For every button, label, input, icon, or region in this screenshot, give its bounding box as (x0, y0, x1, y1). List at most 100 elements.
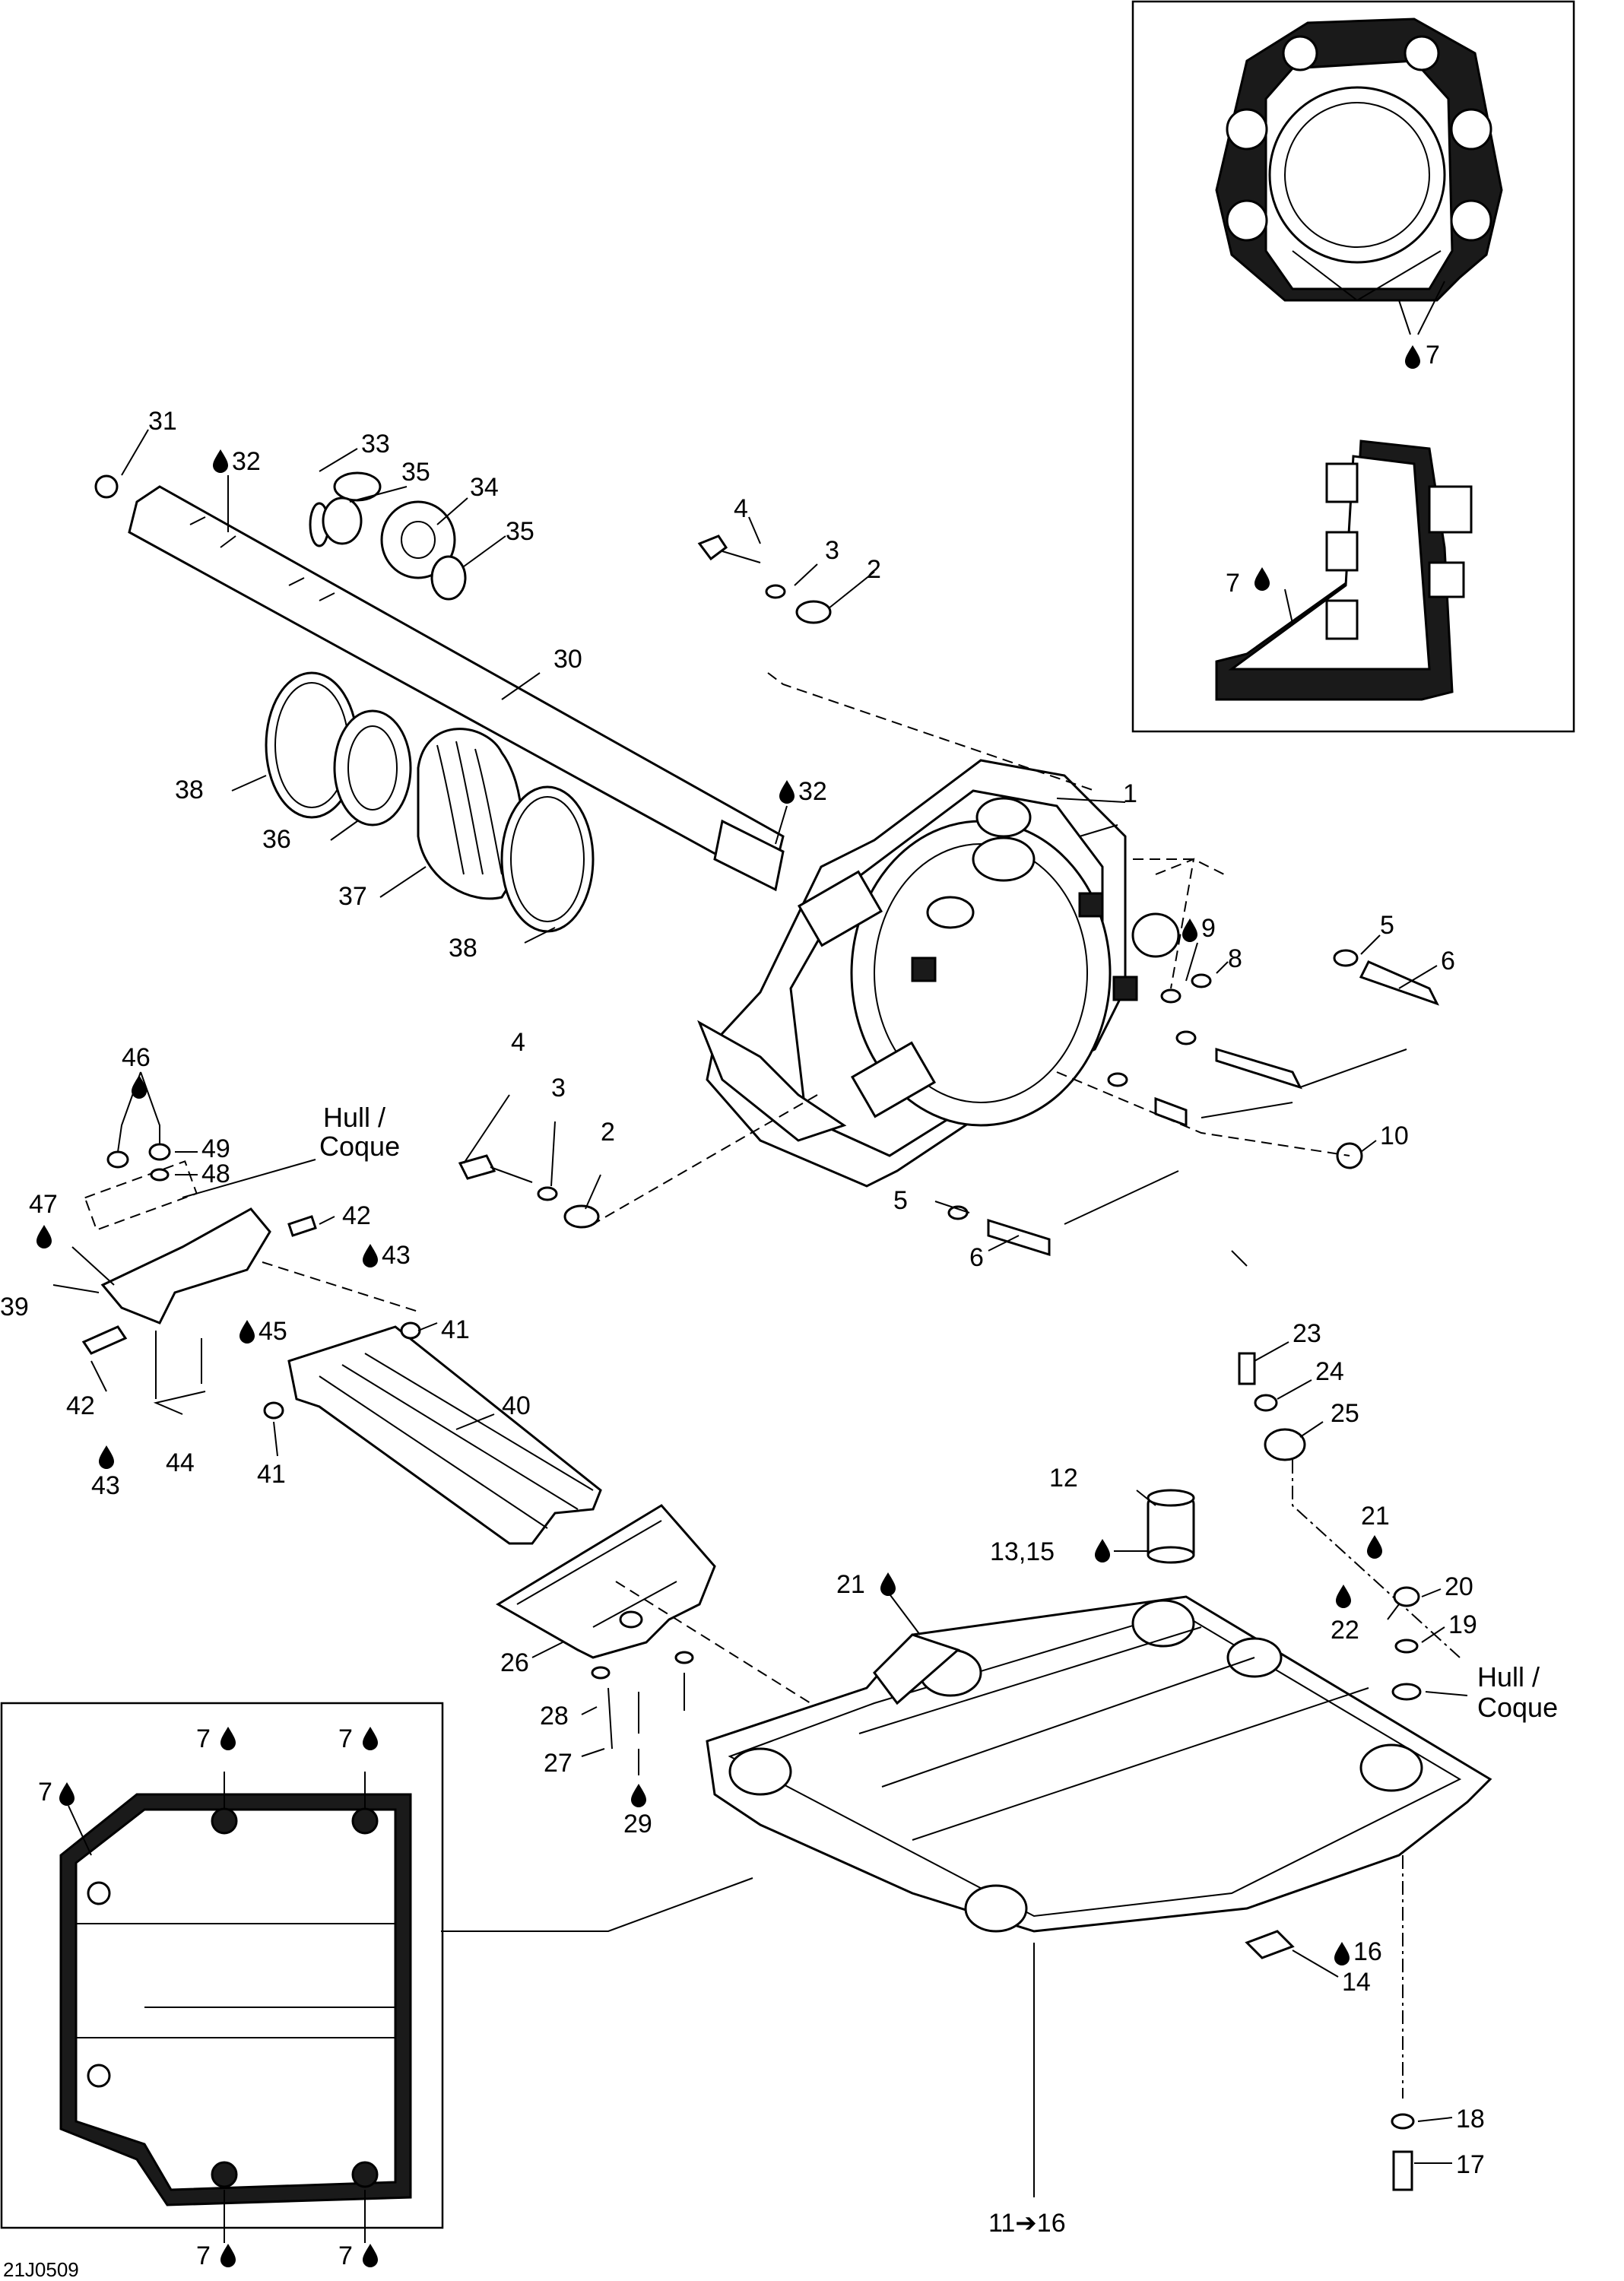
callout-7-plate-c: 7 (338, 1724, 353, 1753)
callout-21-b: 21 (836, 1570, 865, 1599)
callout-48: 48 (201, 1160, 230, 1188)
callout-20: 20 (1445, 1572, 1473, 1601)
drop-icon (880, 1572, 896, 1596)
callout-25: 25 (1331, 1399, 1359, 1428)
part-40-fin (263, 1321, 602, 1545)
callout-40: 40 (502, 1391, 531, 1420)
drop-icon (1254, 567, 1270, 591)
callout-44: 44 (166, 1448, 195, 1477)
callout-26: 26 (500, 1648, 529, 1677)
callout-3-a: 3 (825, 536, 839, 565)
callout-7-plate-e: 7 (338, 2241, 353, 2270)
callout-27: 27 (544, 1749, 573, 1778)
callout-7-inset-side: 7 (1226, 569, 1240, 598)
callout-29: 29 (623, 1810, 652, 1838)
part-38-clamp-b (500, 785, 595, 933)
callout-41-b: 41 (257, 1460, 286, 1489)
drop-icon (1334, 1942, 1350, 1965)
housing-front-view (1215, 17, 1503, 335)
drop-icon (363, 1727, 378, 1750)
drop-icon (363, 1244, 378, 1267)
callout-43-b: 43 (91, 1471, 120, 1500)
part-1-pump-housing (697, 759, 1180, 1188)
drop-icon (213, 449, 228, 473)
callout-31: 31 (148, 407, 177, 436)
callout-38-b: 38 (449, 934, 477, 963)
callout-41-a: 41 (441, 1315, 470, 1344)
callout-35-a: 35 (401, 458, 430, 487)
callout-49: 49 (201, 1134, 230, 1163)
callout-2-a: 2 (867, 555, 881, 584)
drop-icon (132, 1075, 147, 1099)
callout-12: 12 (1049, 1464, 1078, 1493)
housing-side-view (1215, 439, 1473, 701)
callout-46: 46 (122, 1043, 151, 1072)
part-31-nut (94, 474, 119, 499)
bracket-assembly (52, 1071, 419, 1415)
callout-47: 47 (29, 1190, 58, 1219)
callout-22: 22 (1331, 1616, 1359, 1645)
callout-4-b: 4 (511, 1028, 525, 1057)
figure-code: 21J0509 (3, 2258, 79, 2281)
callout-14: 14 (1342, 1968, 1371, 1997)
drop-icon (1405, 345, 1420, 369)
drop-icon (36, 1225, 52, 1248)
callout-1: 1 (1123, 779, 1137, 808)
callout-42-a: 42 (342, 1201, 371, 1230)
part-34-seal (380, 500, 456, 579)
drop-icon (99, 1445, 114, 1469)
drop-icon (220, 1727, 236, 1750)
callout-28: 28 (540, 1702, 569, 1731)
housing-fasteners (458, 516, 1439, 1267)
callout-21-a: 21 (1361, 1502, 1390, 1531)
drive-shaft-assembly (94, 429, 788, 944)
callout-2-b: 2 (601, 1118, 615, 1147)
hull-label-bottom-line2: Coque (1477, 1692, 1558, 1723)
callout-32-a: 32 (232, 447, 261, 476)
callout-7-inset-top: 7 (1426, 341, 1440, 370)
drop-icon (363, 2244, 378, 2267)
callout-37: 37 (338, 882, 367, 911)
drop-icon (239, 1320, 255, 1344)
callout-23: 23 (1293, 1319, 1321, 1348)
callout-6-a: 6 (1441, 947, 1455, 976)
callout-45: 45 (259, 1317, 287, 1346)
drop-icon (1367, 1535, 1382, 1559)
hull-label-bottom-line1: Hull / (1477, 1661, 1540, 1693)
callout-6-b: 6 (969, 1243, 984, 1272)
drop-icon (631, 1784, 646, 1807)
callout-18: 18 (1456, 2105, 1485, 2133)
callout-8: 8 (1228, 944, 1242, 973)
callout-11-16: 11➔16 (988, 2209, 1066, 2238)
callout-30: 30 (553, 645, 582, 674)
callout-5-b: 5 (893, 1186, 908, 1215)
drop-icon (220, 2244, 236, 2267)
part-36-ring (333, 709, 412, 826)
callout-4-a: 4 (734, 494, 748, 523)
part-39-bracket (100, 1207, 271, 1325)
callout-7-plate-a: 7 (38, 1778, 52, 1807)
callout-38-a: 38 (175, 776, 204, 804)
callout-10: 10 (1380, 1121, 1409, 1150)
hull-label-top-line2: Coque (319, 1131, 400, 1162)
callout-13-15: 13,15 (990, 1537, 1055, 1566)
detail-inset-bottom-left (0, 1702, 753, 2243)
callout-24: 24 (1315, 1357, 1344, 1386)
callout-19: 19 (1448, 1610, 1477, 1639)
callout-39: 39 (0, 1293, 29, 1321)
callout-43-a: 43 (382, 1241, 411, 1270)
drop-icon (779, 780, 795, 804)
callout-42-b: 42 (66, 1391, 95, 1420)
callout-36: 36 (262, 825, 291, 854)
callout-16: 16 (1353, 1937, 1382, 1966)
callout-9: 9 (1201, 914, 1216, 943)
callout-17: 17 (1456, 2150, 1485, 2179)
drop-icon (1336, 1585, 1351, 1608)
callout-7-plate-b: 7 (196, 1724, 211, 1753)
callout-34: 34 (470, 473, 499, 502)
drop-icon (59, 1782, 75, 1806)
hull-label-top-line1: Hull / (323, 1102, 385, 1133)
callout-32-b: 32 (798, 777, 827, 806)
callout-5-a: 5 (1380, 911, 1394, 940)
